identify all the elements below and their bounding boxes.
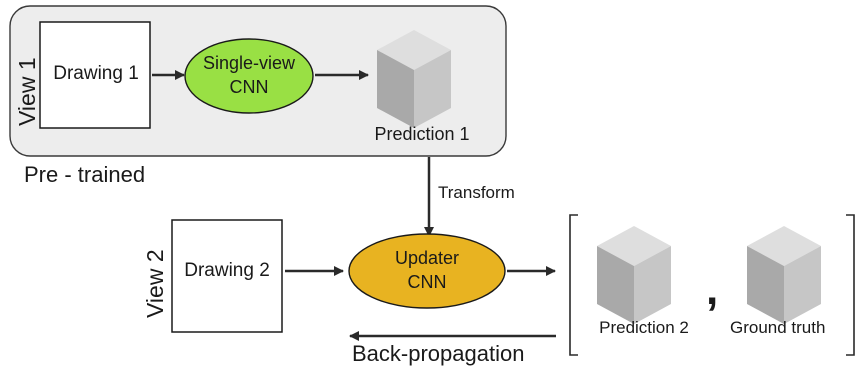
- left-bracket: [569, 214, 578, 356]
- single-view-cnn-line2: CNN: [229, 77, 269, 97]
- view-2-label: View 2: [142, 249, 168, 318]
- updater-cnn-line2: CNN: [407, 272, 447, 292]
- transform-label: Transform: [438, 183, 515, 202]
- updater-cnn-node: [348, 233, 506, 309]
- prediction-2-cube-icon: [597, 226, 671, 324]
- prediction-1-label: Prediction 1: [374, 124, 470, 144]
- prediction-2-label: Prediction 2: [599, 318, 689, 337]
- view-1-label: View 1: [14, 57, 40, 126]
- single-view-cnn-node: [184, 38, 314, 114]
- drawing-1-box: [39, 21, 151, 129]
- pretrained-label: Pre - trained: [24, 162, 146, 187]
- drawing-2-box: [171, 219, 283, 333]
- output-separator: ,: [706, 265, 719, 314]
- updater-cnn-line1: Updater: [394, 248, 460, 268]
- single-view-cnn-line1: Single-view: [202, 53, 296, 73]
- drawing-2-label: Drawing 2: [184, 260, 270, 281]
- drawing-1-label: Drawing 1: [53, 63, 139, 84]
- backprop-label: Back-propagation: [352, 341, 525, 366]
- ground-truth-label: Ground truth: [730, 318, 826, 337]
- right-bracket: [846, 214, 855, 356]
- ground-truth-cube-icon: [747, 226, 821, 324]
- prediction-1-cube-icon: [377, 30, 451, 128]
